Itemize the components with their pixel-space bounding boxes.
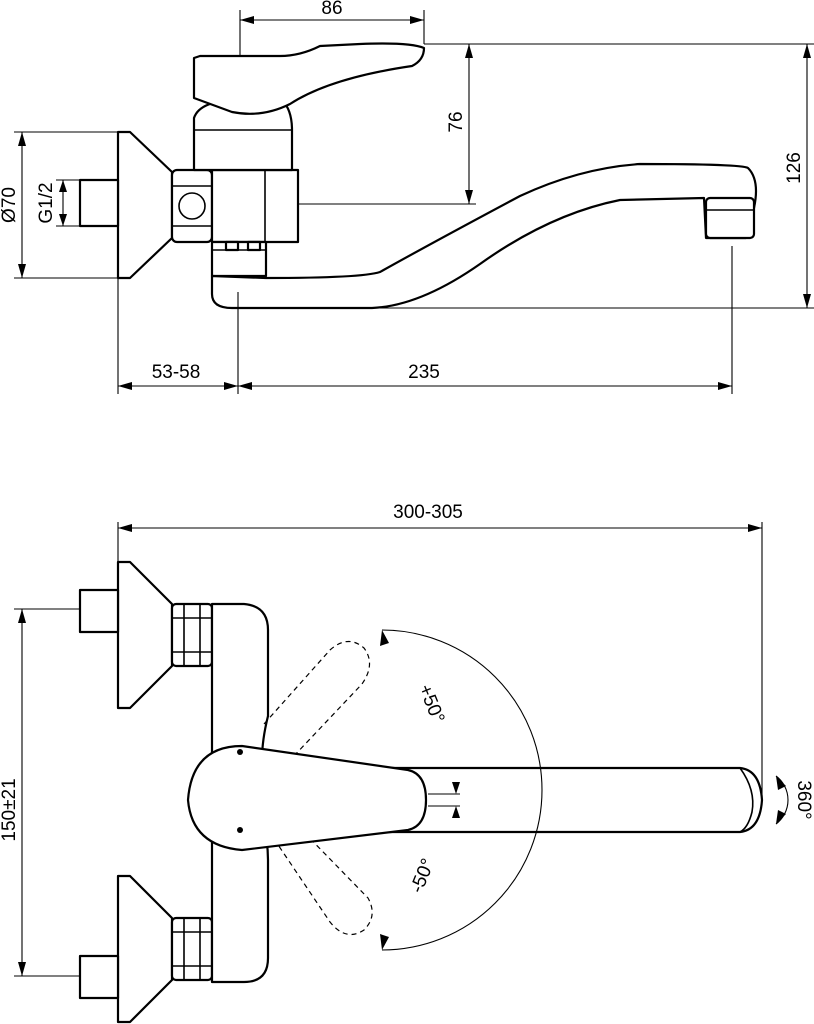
side-spout [210,162,758,310]
dim-thread-size: G1/2 [36,182,57,223]
side-lever-handle [192,42,426,115]
side-mixer-body [210,168,300,244]
dim-rosette-diameter: Ø70 [0,187,20,223]
dim-lever-height: 76 [446,111,467,132]
dim-swing-negative: -50° [407,856,440,896]
side-rosette [116,130,174,280]
rotation-arc [775,775,789,825]
side-view: 86 76 126 Ø70 G1/2 [0,0,814,394]
swing-arc [381,629,543,951]
side-hex-nut [170,168,214,244]
side-inlet-pipe [78,178,120,228]
lever-position-minus50 [263,819,373,936]
top-inlet-pipe-lower [78,954,120,1000]
dim-total-height: 126 [784,152,805,184]
top-lever-handle [186,744,428,852]
dim-wall-distance: 53-58 [152,362,201,383]
top-view: +50° -50° 360° 300-305 150±21 [0,502,814,1024]
top-hex-nut-lower [170,916,214,982]
top-inlet-pipe-upper [78,588,120,634]
top-rosette-lower [116,874,174,1024]
side-aerator [704,196,756,240]
lever-position-plus50 [263,640,371,759]
top-hex-nut-upper [170,602,214,668]
dim-swing-positive: +50° [414,682,448,727]
dim-spout-rotation: 360° [793,780,814,819]
top-rosette-upper [116,560,174,710]
dim-spout-reach: 235 [408,362,440,383]
dim-connection-spacing: 150±21 [0,778,20,841]
dim-lever-reach: 86 [321,0,342,19]
dim-overall-width: 300-305 [393,502,463,523]
